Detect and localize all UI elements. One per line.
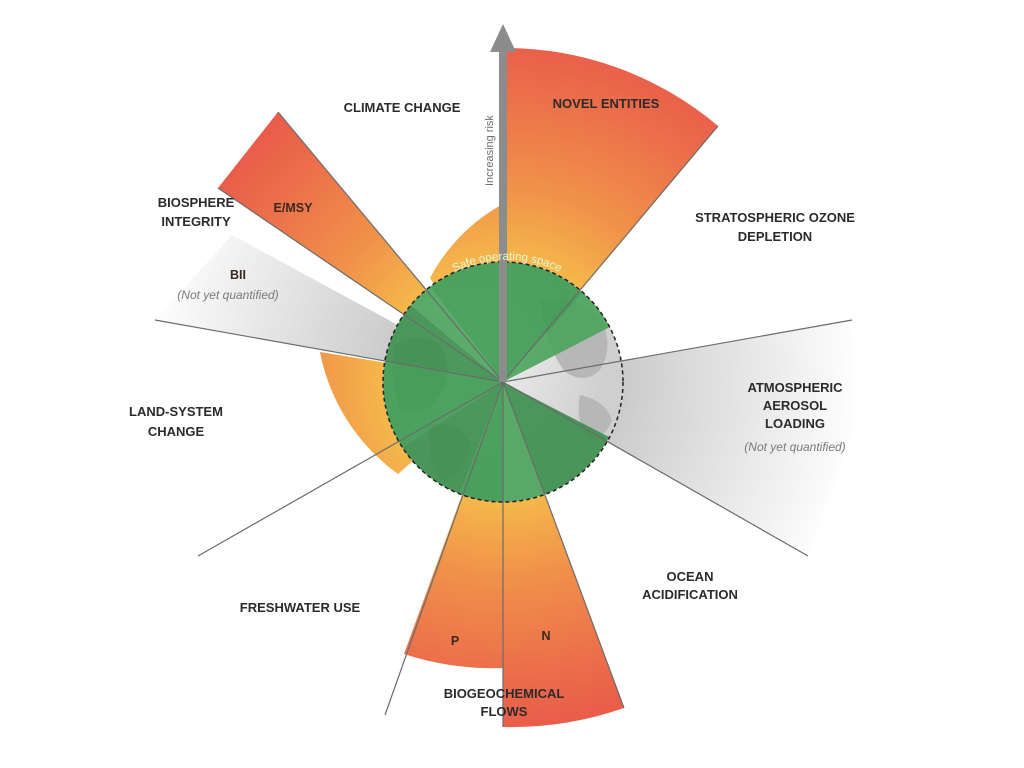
label-aerosol-line2: AEROSOL: [763, 398, 827, 413]
arrow-label: Increasing risk: [484, 115, 496, 186]
label-climate-change: CLIMATE CHANGE: [344, 100, 461, 115]
boundary-labels: CLIMATE CHANGE NOVEL ENTITIES STRATOSPHE…: [129, 96, 855, 719]
label-ocean-line1: OCEAN: [667, 569, 714, 584]
label-biogeo-line2: FLOWS: [481, 704, 528, 719]
label-ozone-line2: DEPLETION: [738, 229, 812, 244]
label-bii-note: (Not yet quantified): [177, 288, 278, 302]
label-biosphere-line1: BIOSPHERE: [158, 195, 235, 210]
label-aerosol-note: (Not yet quantified): [744, 440, 845, 454]
safe-boundary-circle: [382, 261, 624, 503]
label-ocean-line2: ACIDIFICATION: [642, 587, 738, 602]
label-bii: BII: [230, 268, 246, 282]
label-biogeo-line1: BIOGEOCHEMICAL: [444, 686, 565, 701]
divider-lines: [154, 111, 853, 727]
label-phosphorus: P: [451, 634, 459, 648]
label-land-system-line2: CHANGE: [148, 424, 205, 439]
label-ozone-line1: STRATOSPHERIC OZONE: [695, 210, 855, 225]
label-biosphere-line2: INTEGRITY: [161, 214, 231, 229]
label-freshwater-use: FRESHWATER USE: [240, 600, 361, 615]
increasing-risk-arrow: Increasing risk: [484, 24, 516, 382]
label-aerosol-line1: ATMOSPHERIC: [747, 380, 843, 395]
label-nitrogen: N: [541, 629, 550, 643]
label-novel-entities: NOVEL ENTITIES: [553, 96, 660, 111]
label-aerosol-line3: LOADING: [765, 416, 825, 431]
label-land-system-line1: LAND-SYSTEM: [129, 404, 223, 419]
label-emsy: E/MSY: [274, 201, 314, 215]
